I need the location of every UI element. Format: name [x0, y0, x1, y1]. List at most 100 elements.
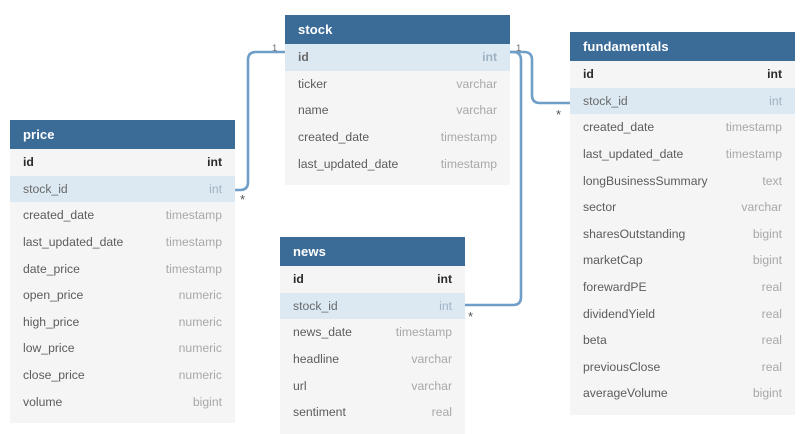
field-type: numeric [178, 341, 222, 356]
field-name: sector [583, 200, 617, 215]
field-row[interactable]: name varchar [285, 97, 510, 124]
field-name: dividendYield [583, 306, 656, 321]
field-row[interactable]: longBusinessSummary text [570, 167, 795, 194]
field-name: volume [23, 394, 63, 409]
label-fundamentals-star: * [556, 107, 562, 122]
field-type: int [439, 298, 452, 313]
field-row[interactable]: open_price numeric [10, 282, 235, 309]
field-name: created_date [298, 130, 370, 145]
field-type: bigint [192, 394, 222, 409]
field-name: high_price [23, 314, 80, 329]
field-name: ticker [298, 76, 328, 91]
field-type: timestamp [165, 208, 222, 223]
field-type: real [761, 359, 782, 374]
field-name: last_updated_date [298, 156, 399, 171]
field-name: headline [293, 352, 340, 367]
field-row[interactable]: id int [570, 61, 795, 88]
edge-stock-news [463, 50, 523, 307]
label-stock-right-1: 1 [516, 43, 522, 54]
entity-title-news: news [280, 237, 465, 266]
field-type: real [761, 280, 782, 295]
field-type: int [482, 50, 497, 65]
field-type: int [767, 67, 782, 82]
field-type: varchar [456, 103, 497, 118]
field-type: text [762, 173, 782, 188]
field-row[interactable]: volume bigint [10, 388, 235, 415]
field-row[interactable]: sector varchar [570, 194, 795, 221]
field-row[interactable]: close_price numeric [10, 362, 235, 389]
field-type: real [761, 333, 782, 348]
edge-stock-fundamentals [508, 50, 572, 105]
field-name: stock_id [293, 298, 338, 313]
field-row[interactable]: low_price numeric [10, 335, 235, 362]
field-name: id [298, 50, 309, 65]
field-name: name [298, 103, 329, 118]
field-row[interactable]: id int [285, 44, 510, 71]
label-stock-left-1: 1 [272, 43, 278, 54]
field-name: id [583, 67, 594, 82]
field-name: longBusinessSummary [583, 173, 708, 188]
field-type: timestamp [395, 325, 452, 340]
field-type: timestamp [725, 120, 782, 135]
field-type: bigint [752, 226, 782, 241]
field-row[interactable]: id int [10, 149, 235, 176]
field-row[interactable]: forewardPE real [570, 274, 795, 301]
field-name: previousClose [583, 359, 661, 374]
field-name: last_updated_date [23, 235, 124, 250]
field-name: stock_id [23, 181, 68, 196]
field-name: forewardPE [583, 280, 647, 295]
field-row[interactable]: sharesOutstanding bigint [570, 221, 795, 248]
field-type: varchar [456, 76, 497, 91]
field-type: numeric [178, 288, 222, 303]
field-type: varchar [741, 200, 782, 215]
field-row[interactable]: ticker varchar [285, 71, 510, 98]
field-type: int [209, 181, 222, 196]
entity-title-price: price [10, 120, 235, 149]
field-name: open_price [23, 288, 84, 303]
field-name: url [293, 378, 307, 393]
entity-fields-stock: id int ticker varchar name varchar created_dat… [285, 44, 510, 185]
field-type: numeric [178, 368, 222, 383]
field-row[interactable]: stock_id int [280, 292, 465, 320]
field-type: int [207, 155, 222, 170]
field-type: bigint [752, 253, 782, 268]
edge-stock-price [232, 50, 287, 192]
field-name: id [23, 155, 34, 170]
field-name: sharesOutstanding [583, 226, 686, 241]
field-name: averageVolume [583, 386, 668, 401]
field-row[interactable]: headline varchar [280, 346, 465, 373]
field-name: low_price [23, 341, 75, 356]
field-type: varchar [411, 352, 452, 367]
field-name: sentiment [293, 405, 346, 420]
field-name: close_price [23, 368, 85, 383]
field-row[interactable]: stock_id int [10, 175, 235, 203]
field-name: stock_id [583, 93, 628, 108]
field-row[interactable]: previousClose real [570, 354, 795, 381]
